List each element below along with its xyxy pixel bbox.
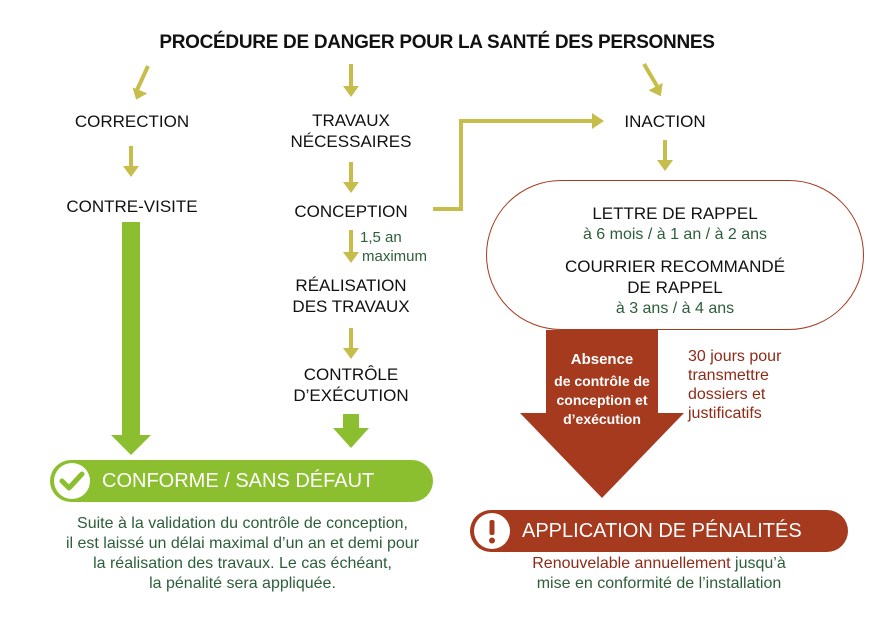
delay-line2: maximum xyxy=(362,248,428,265)
penalty-text-line2: mise en conformité de l’installation xyxy=(536,575,782,592)
deadline-line2: transmettre xyxy=(688,367,769,384)
step-revisit: CONTRE-VISITE xyxy=(66,197,198,216)
registered-letter-dates: à 3 ans / à 4 ans xyxy=(615,300,735,317)
delay-line1: 1,5 an xyxy=(360,229,402,246)
penalty-label: APPLICATION DE PÉNALITÉS xyxy=(522,519,802,542)
reminder-box xyxy=(486,180,864,330)
penalty-banner: APPLICATION DE PÉNALITÉS xyxy=(470,510,848,552)
compliant-banner: CONFORME / SANS DÉFAUT xyxy=(50,460,433,502)
step-design: CONCEPTION xyxy=(294,202,408,221)
penalty-renewable: Renouvelable annuellement xyxy=(532,555,731,572)
compliant-label: CONFORME / SANS DÉFAUT xyxy=(102,469,375,492)
compliant-text-line3: la réalisation des travaux. Le cas échéa… xyxy=(93,555,392,572)
red-big-arrow xyxy=(520,330,684,498)
reminder-letter-title: LETTRE DE RAPPEL xyxy=(592,204,758,223)
green-arrowhead-middle xyxy=(333,428,369,448)
penalty-text-line1: Renouvelable annuellement jusqu’à xyxy=(470,554,848,574)
reminder-letter-dates: à 6 mois / à 1 an / à 2 ans xyxy=(582,226,768,243)
penalty-until: jusqu’à xyxy=(730,555,786,572)
deadline-line4: justificatifs xyxy=(688,405,762,422)
absence-line2: de contrôle de xyxy=(554,373,650,389)
step-control-line1: CONTRÔLE xyxy=(303,365,399,384)
check-icon xyxy=(54,463,90,499)
arrow-title-to-correction xyxy=(135,65,150,91)
absence-line4: d’exécution xyxy=(563,411,641,427)
step-correction: CORRECTION xyxy=(74,112,190,131)
deadline-line3: dossiers et xyxy=(688,386,766,403)
step-control-line2: D’EXÉCUTION xyxy=(293,386,409,405)
registered-letter-line1: COURRIER RECOMMANDÉ xyxy=(564,257,786,276)
step-inaction: INACTION xyxy=(624,112,706,131)
page-title: PROCÉDURE DE DANGER POUR LA SANTÉ DES PE… xyxy=(159,32,715,53)
connector-design-to-inaction xyxy=(433,119,592,211)
deadline-line1: 30 jours pour xyxy=(688,348,782,365)
arrow-title-to-inaction xyxy=(642,62,659,88)
green-bar-left xyxy=(122,222,140,435)
absence-line3: conception et xyxy=(556,392,648,408)
registered-letter-line2: DE RAPPEL xyxy=(627,278,723,297)
compliant-text-line2: il est laissé un délai maximal d’un an e… xyxy=(65,535,420,552)
absence-line1: Absence xyxy=(570,351,634,368)
step-works-line1: TRAVAUX xyxy=(312,111,390,130)
step-works-line2: NÉCESSAIRES xyxy=(290,132,412,151)
compliant-text-line4: la pénalité sera appliquée. xyxy=(149,575,336,592)
exclamation-icon xyxy=(474,513,510,549)
green-bar-middle xyxy=(343,414,359,428)
compliant-text-line1: Suite à la validation du contrôle de con… xyxy=(77,515,408,532)
step-realisation-line2: DES TRAVAUX xyxy=(292,297,410,316)
green-arrowhead-left xyxy=(111,435,151,455)
step-realisation-line1: RÉALISATION xyxy=(295,276,407,295)
